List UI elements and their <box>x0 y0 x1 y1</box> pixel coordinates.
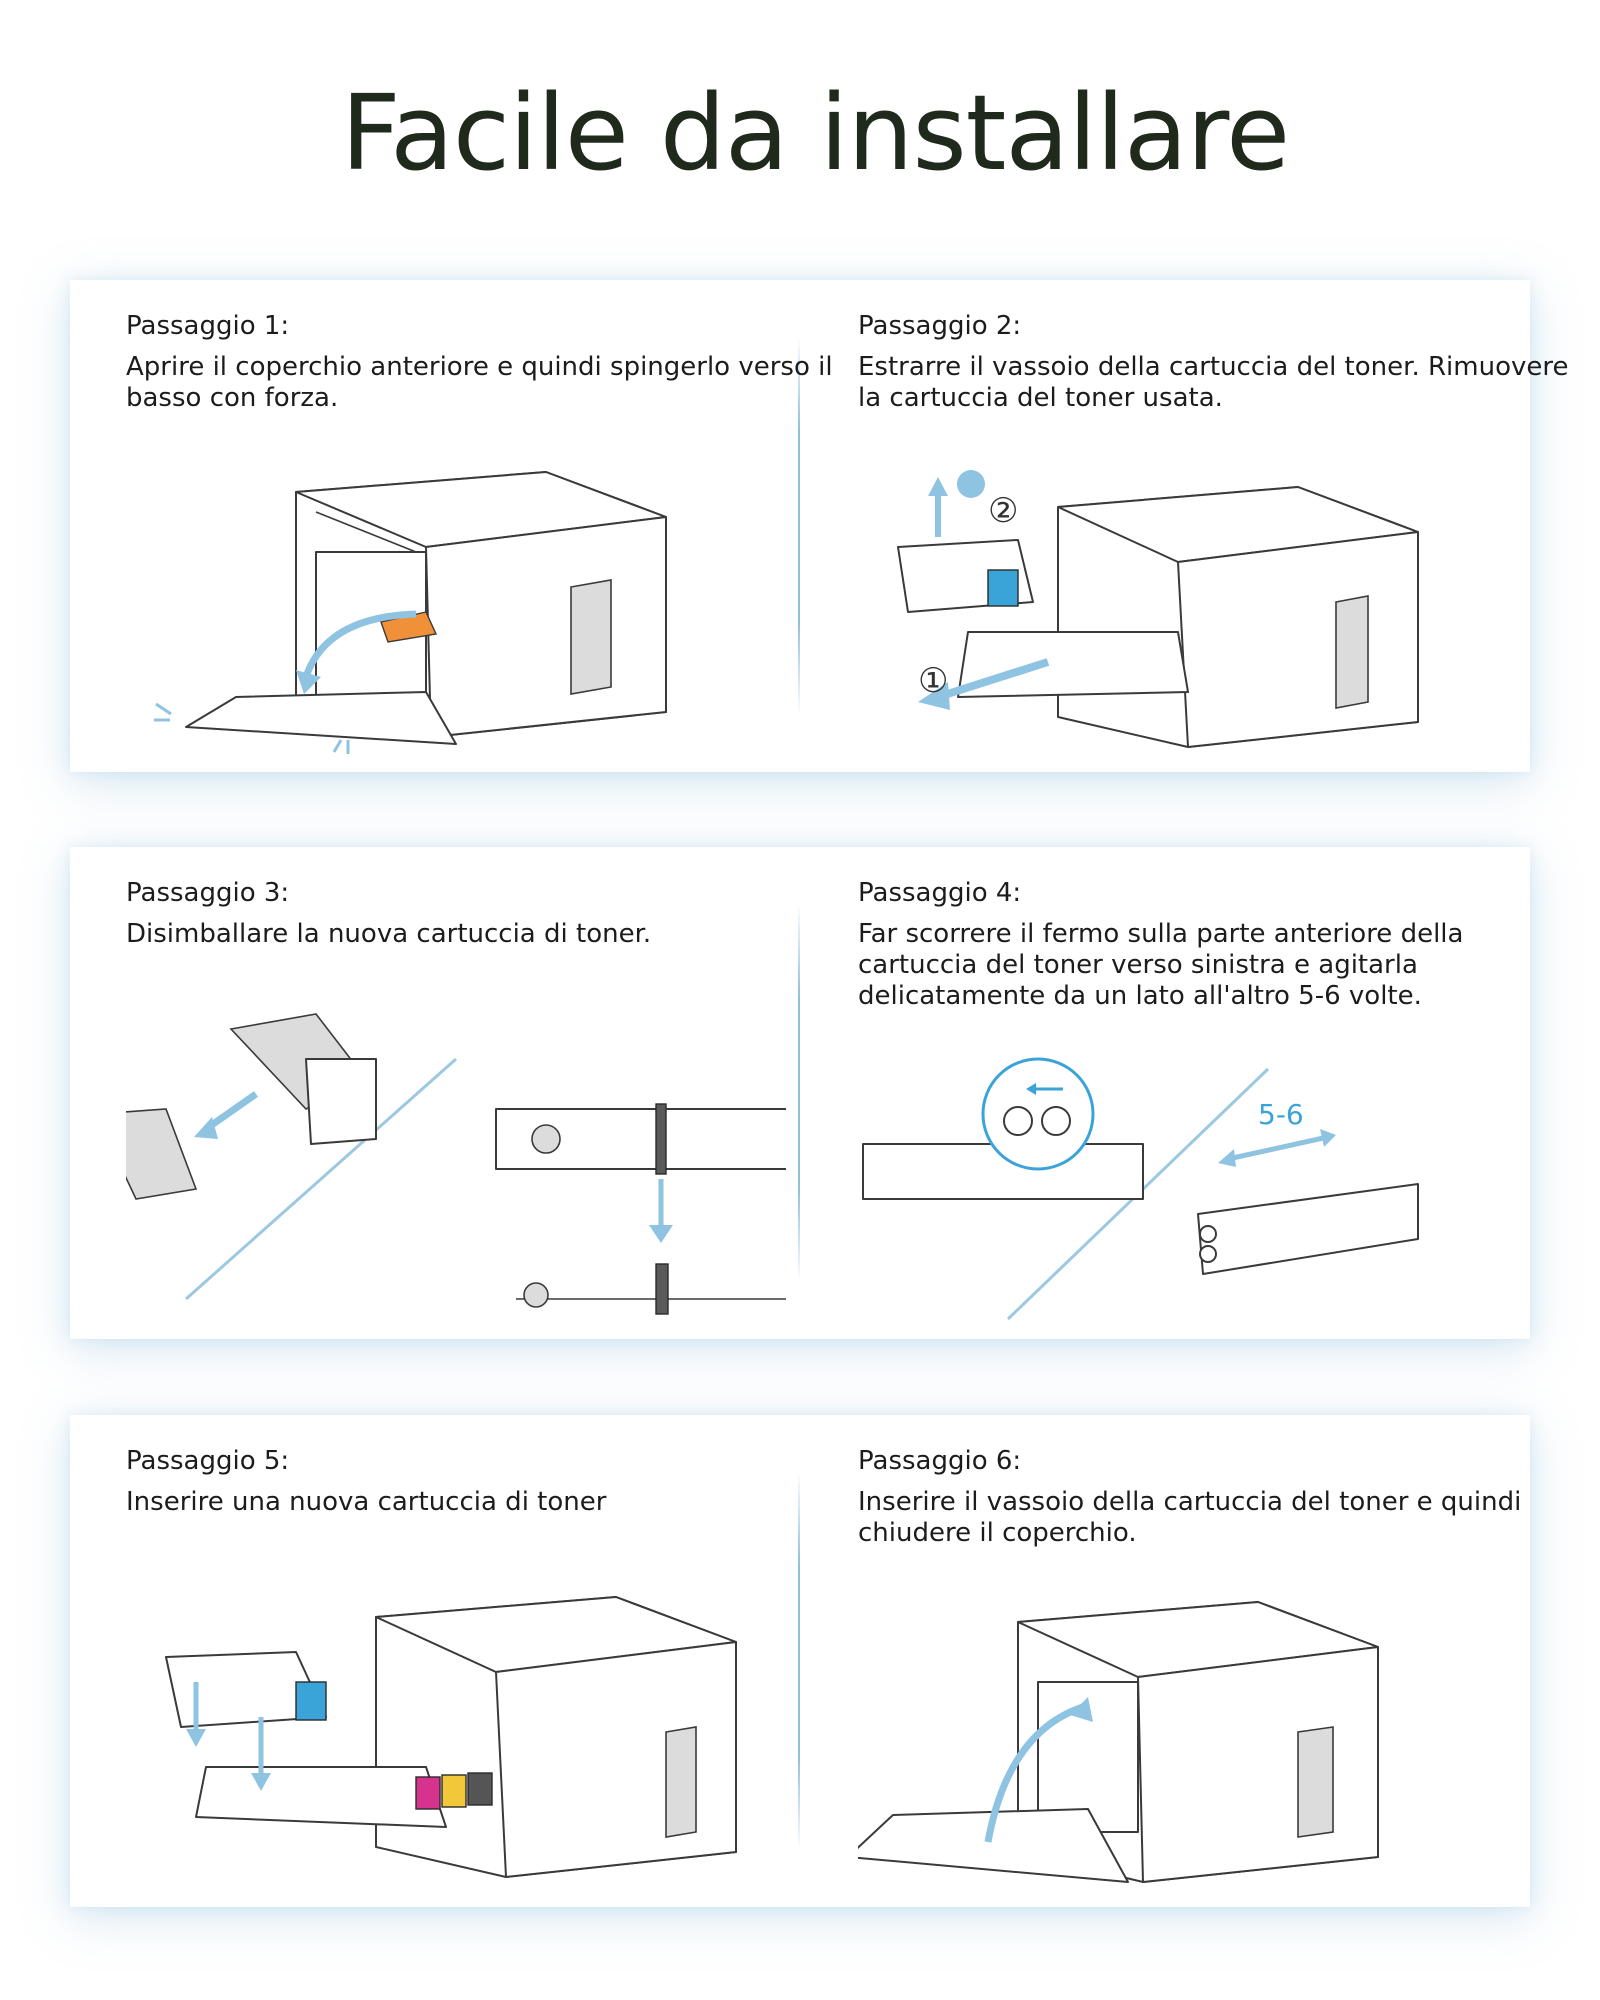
step-text: Far scorrere il fermo sulla parte anteri… <box>858 919 1464 1011</box>
step-text: Inserire una nuova cartuccia di toner <box>126 1487 607 1517</box>
printer-remove-tray-illustration: ① ② <box>897 470 1419 748</box>
steps-card-2: Passaggio 3: Disimballare la nuova cartu… <box>70 847 1530 1339</box>
step-label: Passaggio 6: <box>858 1446 1022 1476</box>
step-label: Passaggio 1: <box>126 311 290 341</box>
step-3: Passaggio 3: Disimballare la nuova cartu… <box>126 877 856 1329</box>
step-label: Passaggio 3: <box>126 878 290 908</box>
card-divider <box>798 903 800 1283</box>
step-label: Passaggio 5: <box>126 1446 290 1476</box>
unpack-cartridge-illustration <box>126 1013 786 1315</box>
card-divider <box>798 1471 800 1851</box>
close-cover-illustration <box>858 1601 1379 1883</box>
cyan-cartridge-icon <box>987 569 1019 607</box>
steps-card-1: Passaggio 1: Aprire il coperchio anterio… <box>70 280 1568 772</box>
printer-open-cover-illustration <box>154 471 667 754</box>
step-text: Estrarre il vassoio della cartuccia del … <box>858 352 1569 413</box>
arrow-icon <box>984 1703 1085 1843</box>
step-5: Passaggio 5: Inserire una nuova cartucci… <box>126 1445 856 1897</box>
yellow-cartridge-icon <box>441 1774 467 1808</box>
black-cartridge-icon <box>467 1772 493 1806</box>
marker-1: ① <box>918 661 948 701</box>
card-divider <box>798 336 800 716</box>
step-label: Passaggio 4: <box>858 878 1022 908</box>
shake-count: 5-6 <box>1258 1098 1304 1131</box>
insert-cartridge-illustration <box>165 1596 737 1878</box>
step-text: Inserire il vassoio della cartuccia del … <box>858 1487 1522 1548</box>
marker-2: ② <box>988 491 1018 531</box>
step-text: Aprire il coperchio anteriore e quindi s… <box>126 352 833 413</box>
steps-card-3: Passaggio 5: Inserire una nuova cartucci… <box>70 1415 1530 1907</box>
cyan-cartridge-icon <box>295 1681 327 1721</box>
step-6: Passaggio 6: Inserire il vassoio della c… <box>858 1445 1588 1897</box>
step-text: Disimballare la nuova cartuccia di toner… <box>126 919 652 949</box>
step-label: Passaggio 2: <box>858 311 1022 341</box>
step-1: Passaggio 1: Aprire il coperchio anterio… <box>126 310 856 762</box>
arrow-icon <box>302 610 417 679</box>
trash-icon <box>957 470 985 498</box>
page-title: Facile da installare <box>340 72 1290 194</box>
step-2: Passaggio 2: Estrarre il vassoio della c… <box>858 310 1588 762</box>
step-4: Passaggio 4: Far scorrere il fermo sulla… <box>858 877 1588 1329</box>
shake-cartridge-illustration: 5-6 <box>862 1057 1419 1321</box>
magenta-cartridge-icon <box>415 1776 441 1810</box>
zoom-circle <box>981 1057 1095 1171</box>
